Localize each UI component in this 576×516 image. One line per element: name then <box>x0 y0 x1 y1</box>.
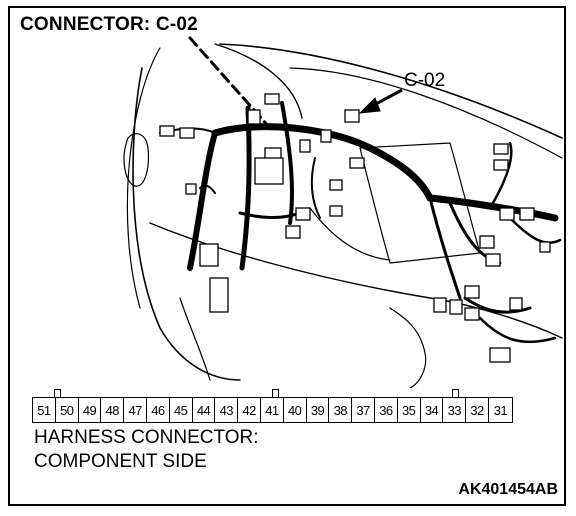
connector-pin-48: 48 <box>101 398 125 422</box>
connector-pin-41: 41 <box>261 398 284 422</box>
connector-latch-left <box>54 389 61 398</box>
connector-pin-44: 44 <box>193 398 216 422</box>
connector-pin-38: 38 <box>329 398 353 422</box>
connector-pin-31: 31 <box>493 402 508 418</box>
connector-pin-35: 35 <box>398 398 421 422</box>
connector-pin-42: 42 <box>238 398 261 422</box>
connector-pin-43: 43 <box>215 398 239 422</box>
connector-pin-45: 45 <box>170 398 193 422</box>
connector-pin-33: 33 <box>443 398 467 422</box>
connector-pin-32: 32 <box>466 398 489 422</box>
diagram-frame: CONNECTOR: C-02 <box>8 6 566 506</box>
figure-code: AK401454AB <box>458 481 558 498</box>
connector-latch-center <box>272 389 279 398</box>
callout-label-c02: C-02 <box>404 70 446 91</box>
diagram-title: CONNECTOR: C-02 <box>20 14 198 35</box>
caption-line-1: HARNESS CONNECTOR: <box>34 427 259 448</box>
connector-pin-36: 36 <box>375 398 398 422</box>
connector-pin-37: 37 <box>352 398 375 422</box>
connector-pin-47: 47 <box>124 398 147 422</box>
connector-pin-50: 50 <box>56 398 79 422</box>
caption-line-2: COMPONENT SIDE <box>34 451 207 472</box>
connector-pin-46: 46 <box>147 398 170 422</box>
connector-pin-49: 49 <box>79 398 102 422</box>
connector-pin-40: 40 <box>284 398 307 422</box>
dashboard-harness-illustration <box>123 36 563 388</box>
connector-latch-right <box>452 389 459 398</box>
connector-pin-34: 34 <box>421 398 444 422</box>
connector-pin-39: 39 <box>307 398 330 422</box>
connector-pin-51: 51 <box>33 398 56 422</box>
